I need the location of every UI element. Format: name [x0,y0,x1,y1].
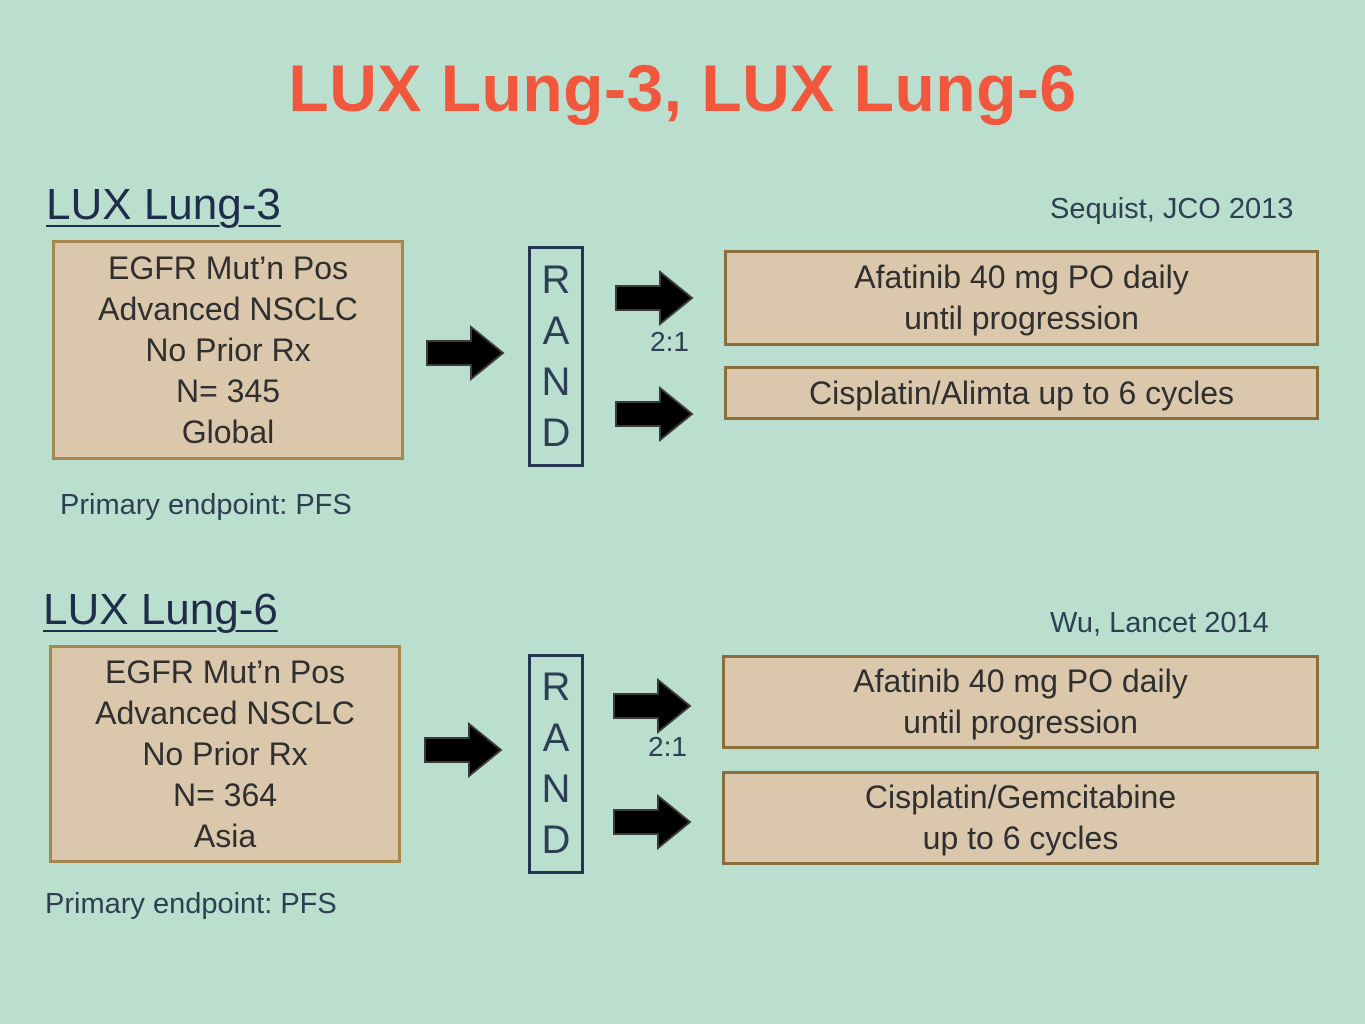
population-line: No Prior Rx [142,735,308,772]
arrow-right-icon [424,722,503,778]
rand-letter: D [541,818,571,862]
population-line: Asia [193,817,257,854]
trial-name-lux-lung-6: LUX Lung-6 [43,585,278,634]
rand-letter: A [542,308,570,353]
randomization-box-lux-lung-6: R A N D [528,654,584,874]
rand-letter: R [541,257,571,302]
arrow-right-icon [613,794,692,850]
arrow-right-icon [426,325,505,381]
allocation-ratio: 2:1 [648,731,687,762]
population-line: N= 364 [172,776,278,813]
population-box-lux-lung-6: EGFR Mut’n Pos Advanced NSCLC No Prior R… [49,645,401,863]
population-line: Advanced NSCLC [95,694,355,731]
citation-lux-lung-3: Sequist, JCO 2013 [1050,193,1294,225]
arm-box-afatinib: Afatinib 40 mg PO daily until progressio… [724,250,1319,346]
rand-letter: N [541,359,571,404]
arm-line: Afatinib 40 mg PO daily [853,663,1188,699]
arrow-right-icon [615,386,694,442]
rand-letter: A [542,716,570,760]
population-line: No Prior Rx [145,331,311,368]
arm-box-cisplatin-alimta: Cisplatin/Alimta up to 6 cycles [724,366,1319,420]
arm-line: Cisplatin/Gemcitabine [864,779,1177,815]
population-line: EGFR Mut’n Pos [104,653,346,690]
trial-name-lux-lung-3: LUX Lung-3 [46,180,281,229]
arm-box-afatinib: Afatinib 40 mg PO daily until progressio… [722,655,1319,749]
arrow-right-icon [615,270,694,326]
arm-box-cisplatin-gemcitabine: Cisplatin/Gemcitabine up to 6 cycles [722,771,1319,865]
randomization-box-lux-lung-3: R A N D [528,246,584,467]
allocation-ratio: 2:1 [650,326,689,357]
rand-letter: N [541,767,571,811]
arm-line: up to 6 cycles [922,820,1119,856]
arm-line: Afatinib 40 mg PO daily [854,259,1189,295]
population-line: Global [181,413,275,450]
population-line: EGFR Mut’n Pos [107,249,349,286]
arm-line: Cisplatin/Alimta up to 6 cycles [808,374,1235,411]
rand-letter: D [541,410,571,455]
primary-endpoint-lux-lung-3: Primary endpoint: PFS [60,489,352,521]
population-line: Advanced NSCLC [98,290,358,327]
population-box-lux-lung-3: EGFR Mut’n Pos Advanced NSCLC No Prior R… [52,240,404,460]
citation-lux-lung-6: Wu, Lancet 2014 [1050,607,1269,639]
arm-line: until progression [903,704,1138,740]
rand-letter: R [541,665,571,709]
slide-title: LUX Lung-3, LUX Lung-6 [288,51,1077,125]
arrow-right-icon [613,678,692,734]
population-line: N= 345 [175,372,281,409]
arm-line: until progression [904,300,1139,336]
primary-endpoint-lux-lung-6: Primary endpoint: PFS [45,888,337,920]
